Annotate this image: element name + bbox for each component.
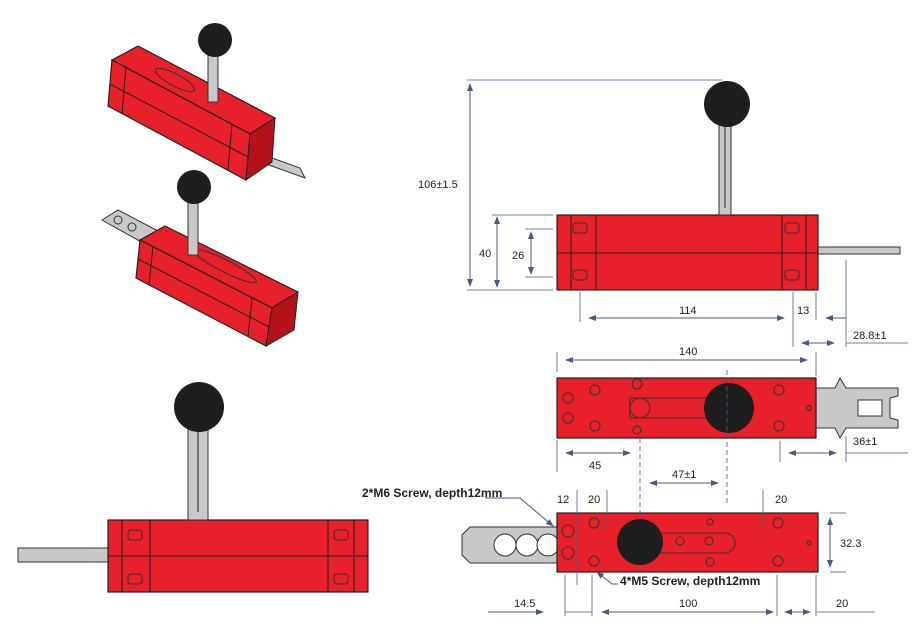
dim-key-protrusion: 28.8±1 bbox=[853, 330, 887, 342]
knob-icon bbox=[174, 382, 224, 432]
knob-icon bbox=[198, 23, 232, 57]
isometric-view-2 bbox=[101, 170, 300, 347]
knob-icon bbox=[617, 519, 663, 565]
dim-height-total: 106±1.5 bbox=[418, 179, 458, 191]
dim-height-body: 40 bbox=[479, 248, 491, 260]
dim-height-slots: 26 bbox=[512, 250, 524, 262]
knob-icon bbox=[704, 81, 750, 127]
top-view bbox=[556, 376, 899, 440]
dim-m5-edge-left: 20 bbox=[588, 494, 600, 506]
dim-m6-edge: 12 bbox=[557, 494, 569, 506]
knob-icon bbox=[704, 383, 754, 433]
dim-m5-spacing: 100 bbox=[679, 598, 697, 610]
dimension-labels: 106±1.5 40 26 114 13 28.8±1 140 45 47±1 … bbox=[362, 179, 887, 610]
dimension-lines bbox=[467, 79, 908, 616]
bottom-view bbox=[461, 512, 819, 573]
dim-lever-offset: 47±1 bbox=[672, 469, 696, 481]
dim-width: 32.3 bbox=[840, 538, 861, 550]
front-view bbox=[17, 382, 369, 593]
dim-end-offset: 13 bbox=[797, 305, 809, 317]
dim-length: 140 bbox=[679, 346, 697, 358]
dim-m5-edge-right: 20 bbox=[775, 494, 787, 506]
isometric-view-1 bbox=[107, 23, 307, 182]
note-m5-screw: 4*M5 Screw, depth12mm bbox=[620, 574, 760, 588]
dim-right-margin: 20 bbox=[836, 598, 848, 610]
note-m6-screw: 2*M6 Screw, depth12mm bbox=[362, 486, 502, 500]
dim-slot-spacing: 114 bbox=[679, 305, 697, 317]
side-view bbox=[556, 81, 901, 291]
dim-hole-offset: 45 bbox=[589, 460, 601, 472]
dim-key-length: 36±1 bbox=[853, 436, 877, 448]
dim-key-left: 14.5 bbox=[514, 598, 535, 610]
knob-icon bbox=[177, 170, 211, 204]
